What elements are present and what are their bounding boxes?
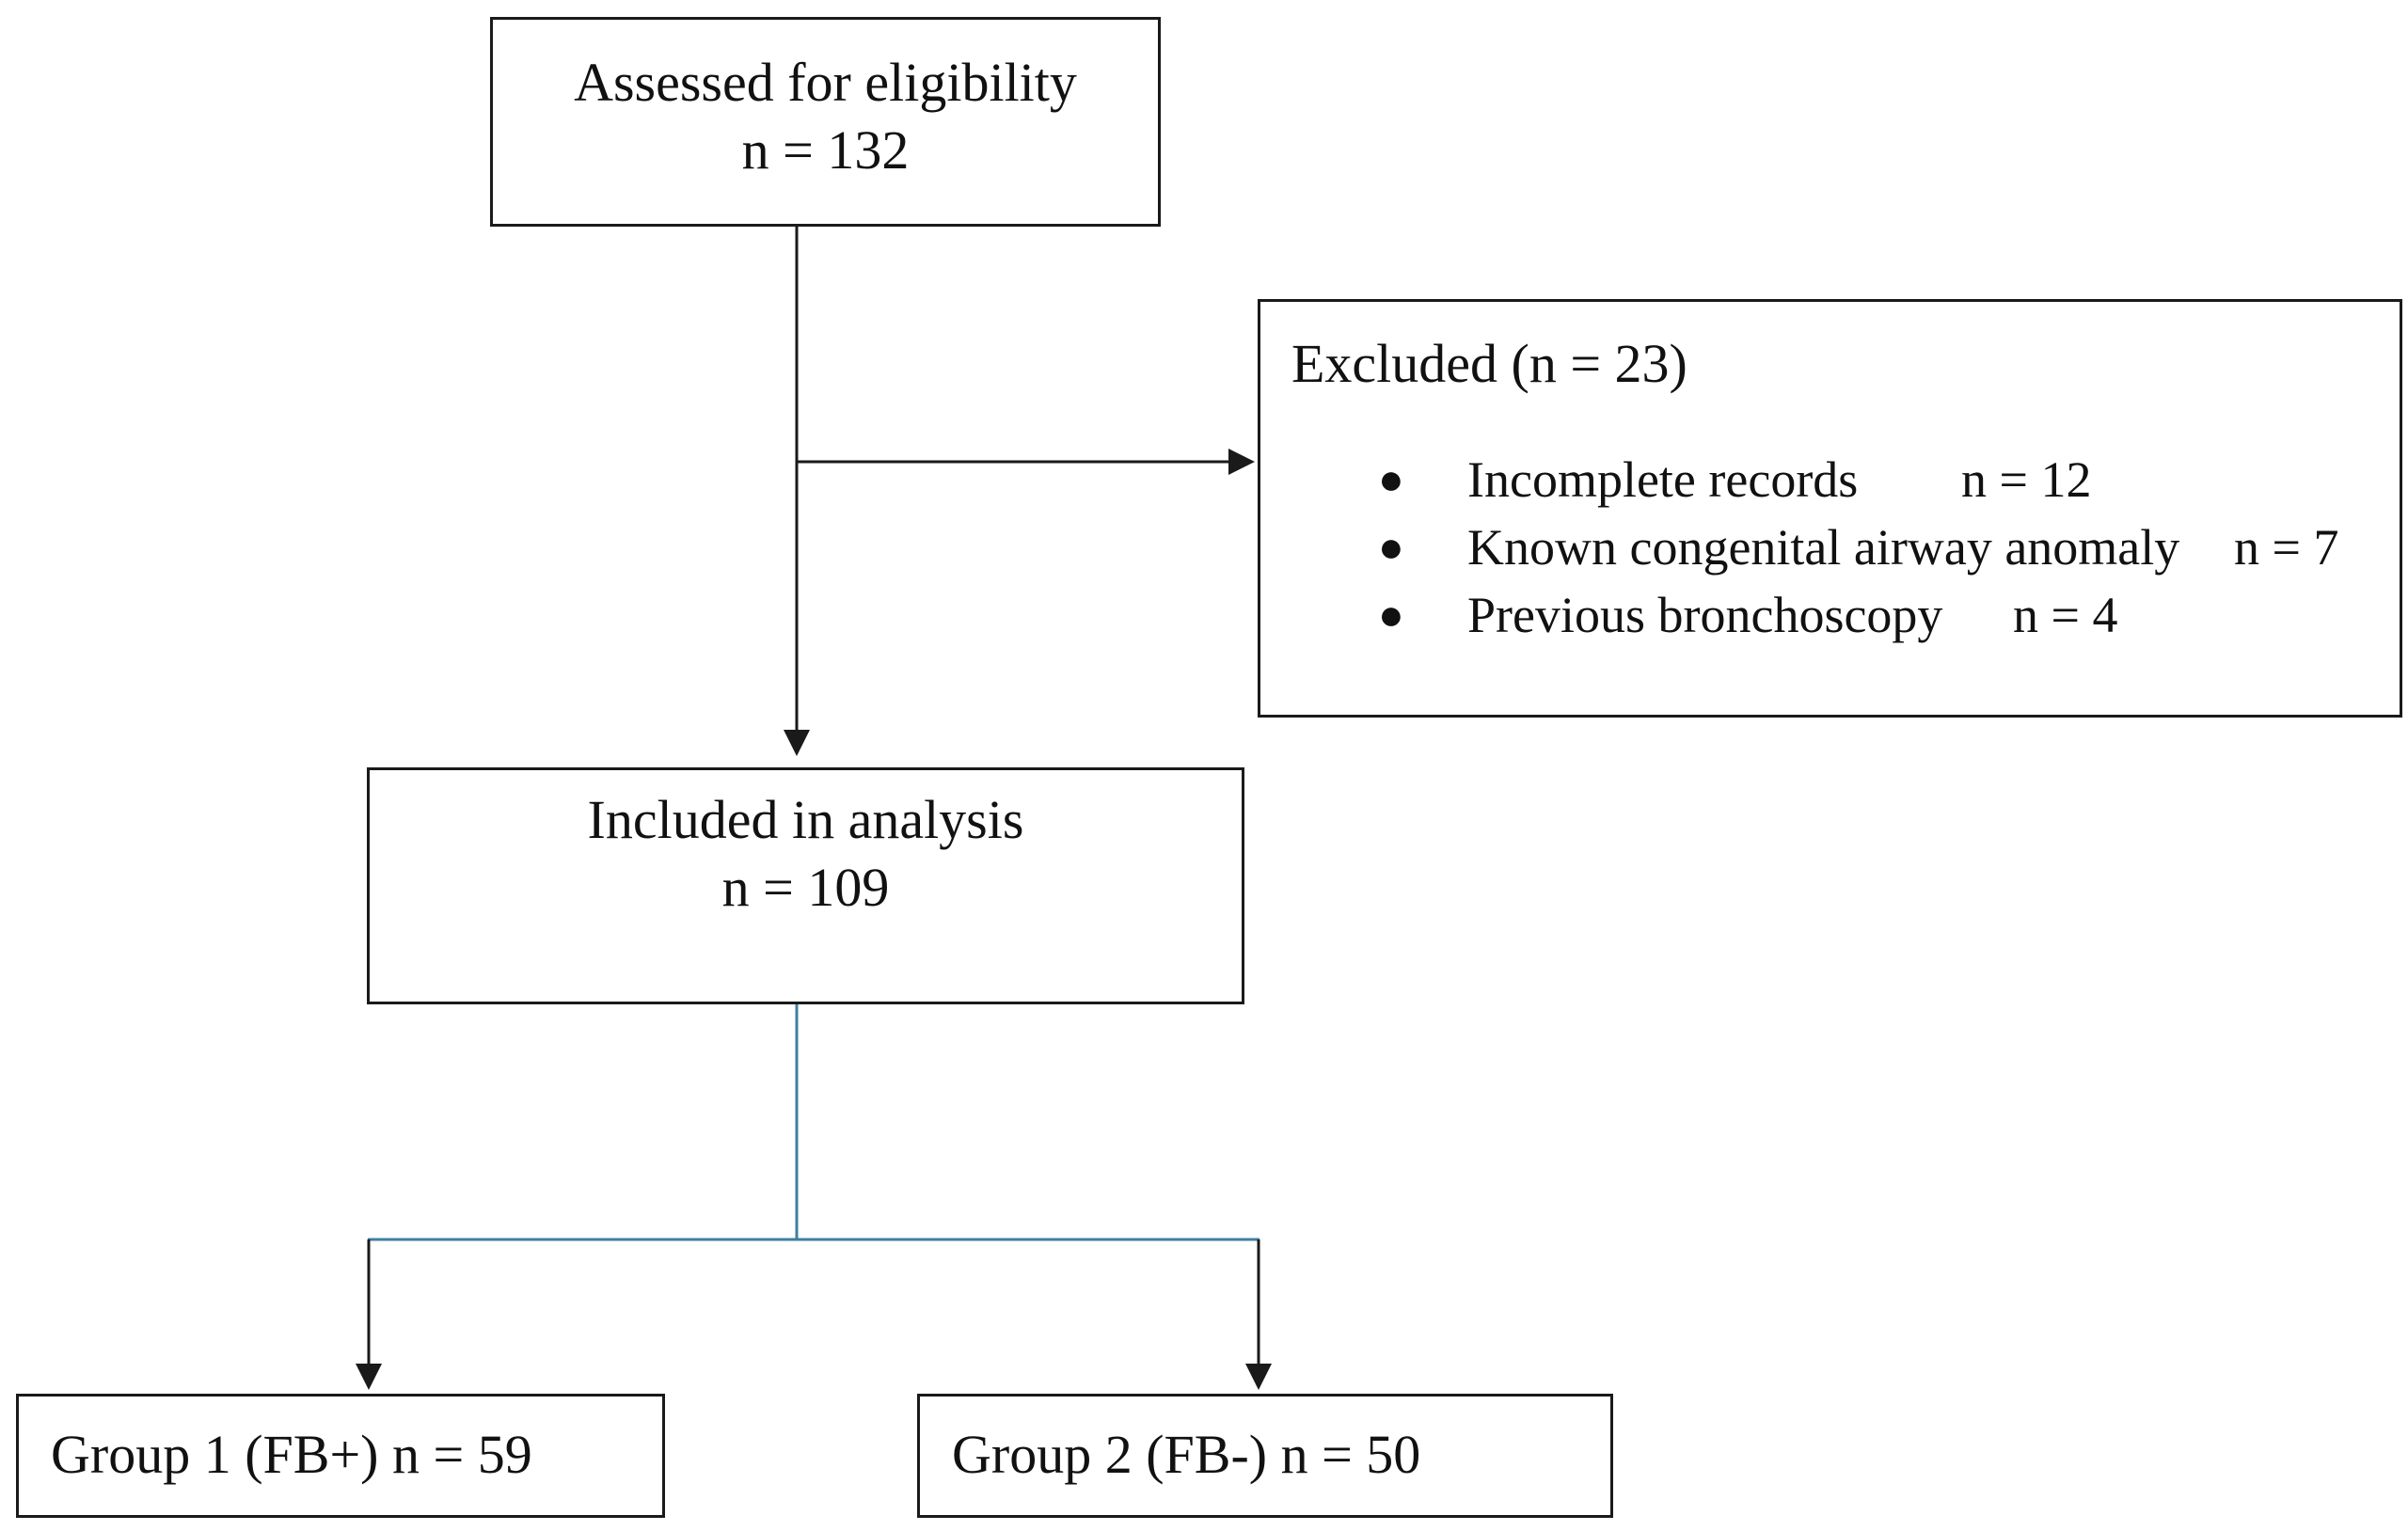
group2-box: Group 2 (FB-) n = 50 [917,1394,1613,1518]
excluded-reason-count: n = 12 [1961,451,2092,508]
excluded-reason-item: ● Known congenital airway anomaly n = 7 [1260,513,2400,581]
assessed-count: n = 132 [741,119,910,181]
excluded-arrowhead [1228,449,1255,475]
included-arrowhead [784,730,810,756]
group2-label: Group 2 (FB-) n = 50 [952,1424,1421,1485]
assessed-label: Assessed for eligibility [574,52,1077,113]
excluded-box: Excluded (n = 23) ● Incomplete records n… [1258,299,2402,718]
excluded-reason-count: n = 4 [2013,587,2118,643]
bullet-icon: ● [1378,523,1404,571]
included-box: Included in analysis n = 109 [367,767,1244,1004]
group1-box: Group 1 (FB+) n = 59 [16,1394,665,1518]
excluded-reason-item: ● Previous bronchoscopy n = 4 [1260,581,2400,649]
excluded-reason-item: ● Incomplete records n = 12 [1260,446,2400,513]
excluded-reason-label: Incomplete records [1467,451,1859,508]
assessed-box: Assessed for eligibility n = 132 [490,17,1161,227]
group1-arrowhead [356,1364,382,1390]
bullet-icon: ● [1378,591,1404,639]
excluded-reason-label: Known congenital airway anomaly [1467,519,2180,576]
excluded-reason-label: Previous bronchoscopy [1467,587,1943,643]
excluded-reason-count: n = 7 [2234,519,2339,576]
group2-arrowhead [1245,1364,1272,1390]
included-label: Included in analysis [587,789,1024,850]
excluded-title: Excluded (n = 23) [1291,333,1687,394]
bullet-icon: ● [1378,455,1404,503]
included-count: n = 109 [721,857,890,918]
excluded-reasons-list: ● Incomplete records n = 12 ● Known cong… [1260,446,2400,649]
group1-label: Group 1 (FB+) n = 59 [51,1424,532,1485]
